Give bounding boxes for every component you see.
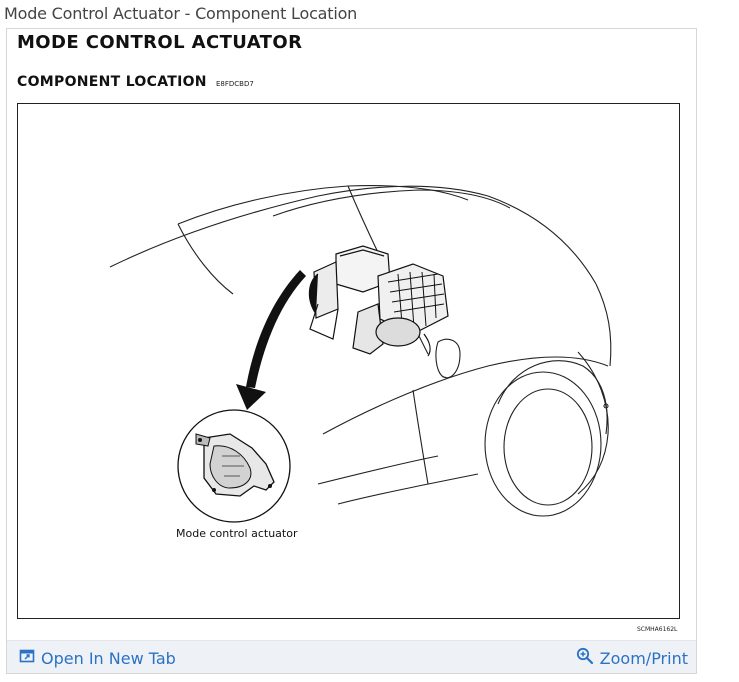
car-line-drawing [109,184,612,523]
windshield-frame [272,189,511,217]
lower-body [337,473,479,505]
document-title: MODE CONTROL ACTUATOR [17,32,303,53]
component-diagram: Mode control actuator [17,103,680,619]
pointer-arrow [236,270,306,410]
sill-line [317,455,439,485]
document-subtitle: COMPONENT LOCATION [17,74,207,90]
image-toolbar: Open In New Tab Zoom/Print [7,640,696,673]
front-wheel [484,371,602,517]
actuator-callout [177,409,291,523]
dash-line [177,223,234,295]
mirror [435,338,461,379]
wheel-arch [497,360,608,435]
hood-line [322,356,609,435]
fender-front [595,283,612,367]
open-in-new-tab-button[interactable]: Open In New Tab [19,647,176,669]
actuator-label: Mode control actuator [176,527,298,540]
door-line [412,389,429,485]
front-bumper [577,351,609,495]
hvac-assembly [308,245,449,357]
image-caption: Mode Control Actuator - Component Locati… [4,4,358,23]
open-in-new-tab-icon [19,648,35,668]
windshield-top [177,184,469,225]
figure-code: SCMHA6162L [637,626,678,633]
open-in-new-tab-label: Open In New Tab [41,648,176,668]
zoom-print-button[interactable]: Zoom/Print [576,647,688,669]
zoom-print-label: Zoom/Print [599,648,688,668]
section-code: E8FDCBD7 [216,80,254,88]
headlight-dot [603,403,609,409]
zoom-in-icon [576,647,594,669]
front-wheel-inner [503,388,593,506]
